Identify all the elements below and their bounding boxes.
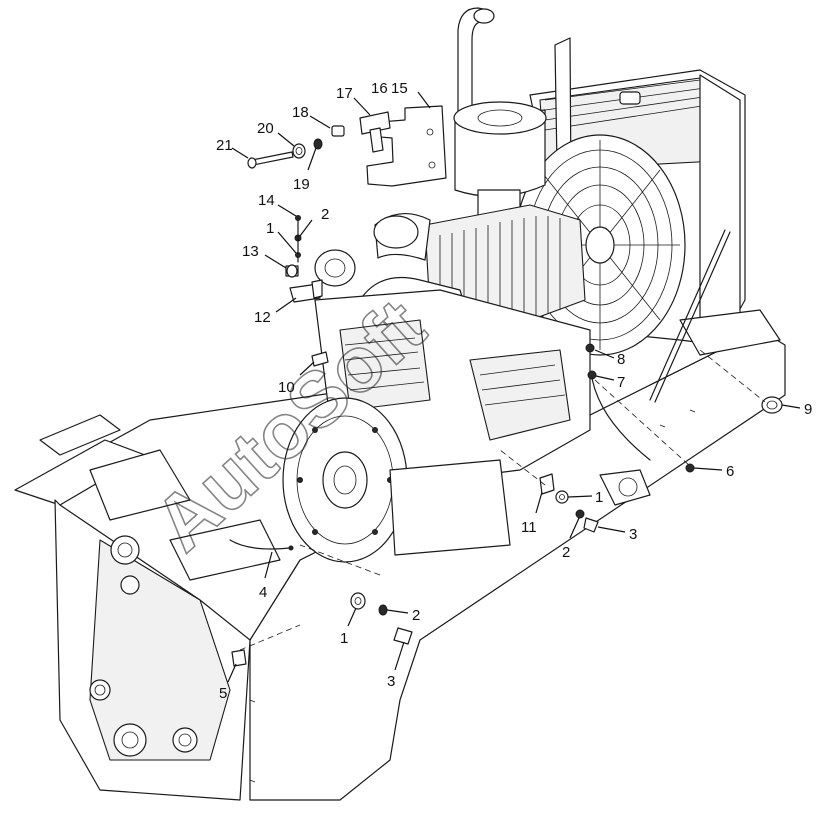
callout-11: 11 bbox=[521, 519, 537, 536]
callout-7: 7 bbox=[617, 374, 625, 391]
engine-block bbox=[282, 204, 591, 563]
callout-3-right: 3 bbox=[629, 526, 637, 543]
callout-labels: 21 20 18 19 17 16 15 14 2 1 13 12 10 8 7… bbox=[216, 80, 812, 702]
assembly-guide-lines bbox=[239, 349, 766, 651]
callout-13: 13 bbox=[242, 243, 259, 260]
callout-4: 4 bbox=[259, 584, 267, 601]
callout-leaders bbox=[227, 91, 801, 683]
callout-1-upper: 1 bbox=[266, 220, 274, 237]
callout-6: 6 bbox=[726, 463, 734, 480]
callout-9: 9 bbox=[804, 401, 812, 418]
callout-21: 21 bbox=[216, 137, 233, 154]
callout-17: 17 bbox=[336, 85, 353, 102]
callout-14: 14 bbox=[258, 192, 275, 209]
callout-3-lower: 3 bbox=[387, 673, 395, 690]
air-cleaner bbox=[453, 101, 547, 226]
callout-10: 10 bbox=[278, 379, 295, 396]
callout-2-right: 2 bbox=[562, 544, 570, 561]
callout-2-lower: 2 bbox=[412, 607, 420, 624]
callout-18: 18 bbox=[292, 104, 309, 121]
callout-5: 5 bbox=[219, 685, 227, 702]
callout-20: 20 bbox=[257, 120, 274, 137]
exploded-parts bbox=[229, 105, 783, 667]
callout-1-right: 1 bbox=[595, 489, 603, 506]
callout-2-upper: 2 bbox=[321, 206, 329, 223]
exhaust-pipe bbox=[457, 7, 495, 131]
callout-1-lower: 1 bbox=[340, 630, 348, 647]
callout-19: 19 bbox=[293, 176, 310, 193]
callout-8: 8 bbox=[617, 351, 625, 368]
callout-12: 12 bbox=[254, 309, 271, 326]
callout-15: 15 bbox=[391, 80, 408, 97]
callout-16: 16 bbox=[371, 80, 388, 97]
